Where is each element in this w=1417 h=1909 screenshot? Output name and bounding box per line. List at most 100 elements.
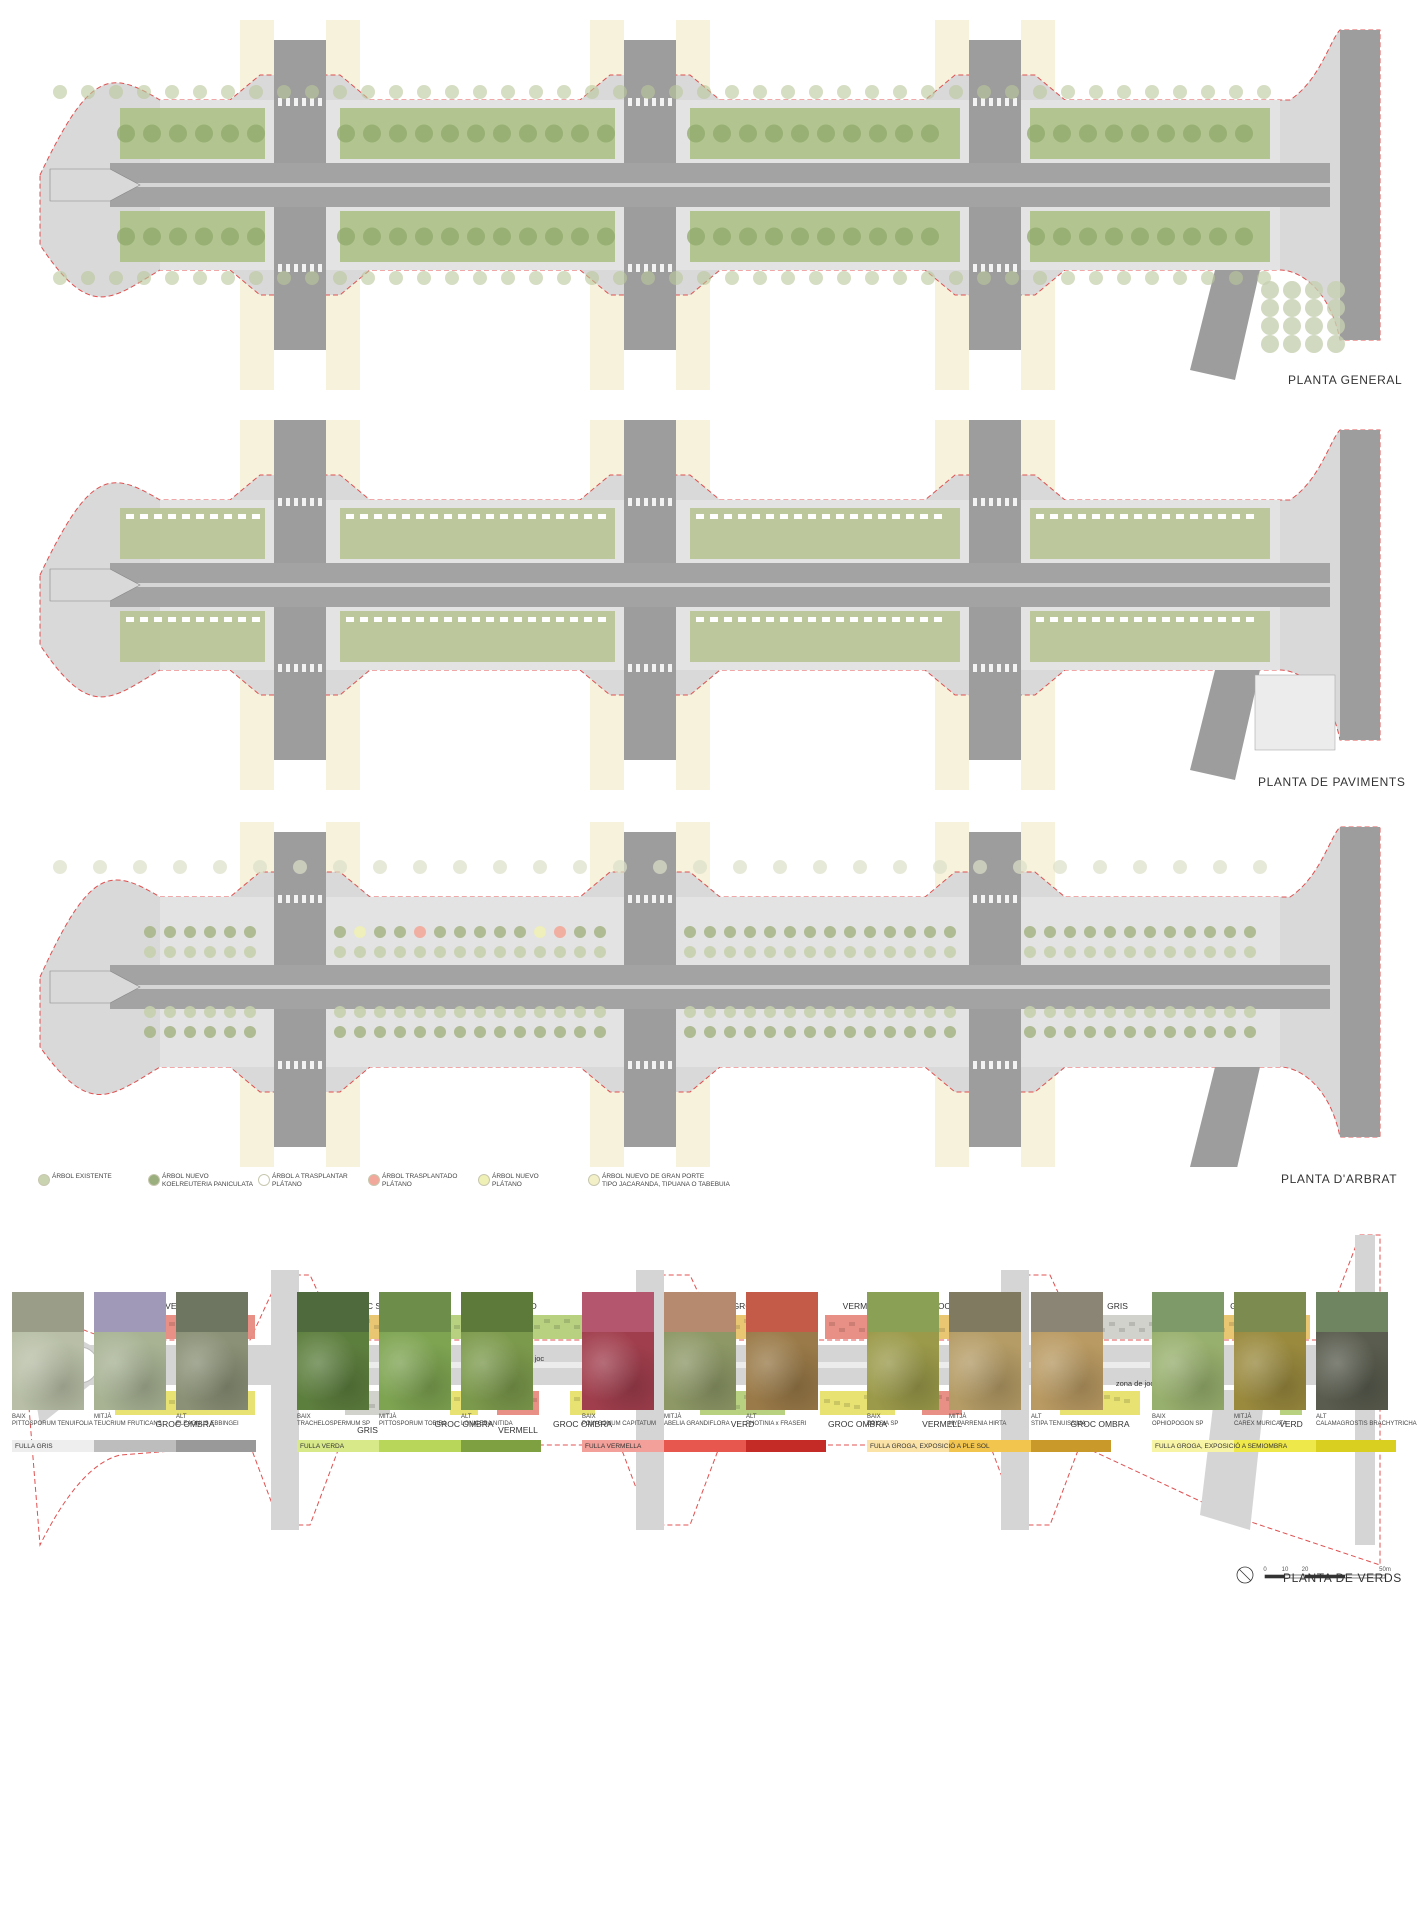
tree-marker <box>1184 926 1196 938</box>
park-tree <box>1283 299 1301 317</box>
street-tree <box>81 271 95 285</box>
street-tree <box>669 85 683 99</box>
zone-texture <box>464 1399 470 1403</box>
tree-marker <box>354 1006 366 1018</box>
zone-texture <box>119 1328 125 1332</box>
paving-tile <box>1134 617 1142 622</box>
tree-marker <box>724 946 736 958</box>
tree-marker <box>744 1006 756 1018</box>
diagonal-road <box>1190 270 1260 380</box>
paving-tile <box>346 514 354 519</box>
crosswalk-stripe <box>644 895 648 903</box>
tree-marker <box>374 1026 386 1038</box>
existing-tree <box>293 860 307 874</box>
existing-tree <box>213 860 227 874</box>
paving-tile <box>1148 617 1156 622</box>
tree-marker <box>414 1026 426 1038</box>
paving-tile <box>1176 617 1184 622</box>
tree-marker <box>1064 1026 1076 1038</box>
street-tree <box>641 271 655 285</box>
paving-tile <box>472 617 480 622</box>
plan-paviments: PLANTA DE PAVIMENTS <box>0 420 1417 790</box>
tree-marker <box>454 1006 466 1018</box>
street-tree <box>1201 85 1215 99</box>
paving-tile <box>1120 514 1128 519</box>
street-tree <box>669 271 683 285</box>
legend-swatch <box>478 1174 490 1186</box>
tree-canopy <box>739 124 757 143</box>
crosswalk-stripe <box>636 1061 640 1069</box>
tree-marker <box>744 926 756 938</box>
tree-canopy <box>687 124 705 143</box>
zone-texture <box>139 1328 145 1332</box>
tree-marker <box>354 926 366 938</box>
zone-texture <box>754 1325 760 1329</box>
crosswalk-stripe <box>644 664 648 672</box>
zone-texture <box>784 1319 790 1323</box>
tree-marker <box>594 1006 606 1018</box>
paving-tile <box>140 514 148 519</box>
paving-tile <box>724 514 732 519</box>
tree-marker <box>554 946 566 958</box>
crosswalk-stripe <box>652 498 656 506</box>
zone-texture <box>189 1322 195 1326</box>
tree-marker <box>784 1026 796 1038</box>
paving-tile <box>486 514 494 519</box>
tree-marker <box>1124 1026 1136 1038</box>
crosswalk-stripe <box>652 664 656 672</box>
crosswalk-stripe <box>310 1061 314 1069</box>
zone-texture <box>349 1400 355 1404</box>
tree-marker <box>394 1026 406 1038</box>
park-tree <box>1327 299 1345 317</box>
existing-tree <box>573 860 587 874</box>
street-tree <box>781 271 795 285</box>
zone-texture <box>564 1319 570 1323</box>
crosswalk-stripe <box>668 498 672 506</box>
zone-texture <box>484 1319 490 1323</box>
paving-tile <box>1064 617 1072 622</box>
paving-tile <box>850 514 858 519</box>
tree-marker <box>1244 946 1256 958</box>
crosswalk-stripe <box>981 98 985 106</box>
existing-tree <box>373 860 387 874</box>
park-tree <box>1327 335 1345 353</box>
zone-label-top: GROC SOL <box>925 1301 970 1311</box>
tree-marker <box>824 1006 836 1018</box>
paving-tile <box>126 514 134 519</box>
crosswalk-stripe <box>668 664 672 672</box>
tree-marker <box>534 946 546 958</box>
zone-texture <box>1109 1322 1115 1326</box>
existing-tree <box>413 860 427 874</box>
crosswalk-stripe <box>1005 264 1009 272</box>
tree-canopy <box>869 227 887 246</box>
zone-texture <box>884 1399 890 1403</box>
legend-label-sub: PLÁTANO <box>382 1180 412 1188</box>
planting-bed <box>120 211 265 262</box>
paving-tile <box>486 617 494 622</box>
tree-marker <box>1124 946 1136 958</box>
tree-marker <box>184 926 196 938</box>
street-tree <box>697 85 711 99</box>
scale-bar-segment <box>1305 1575 1345 1578</box>
street-tree <box>249 271 263 285</box>
zone-block-top <box>340 1315 400 1339</box>
paving-tile <box>892 514 900 519</box>
zone-texture <box>531 1398 537 1402</box>
paving-tile <box>1106 617 1114 622</box>
street-tree <box>1201 271 1215 285</box>
crosswalk-stripe <box>668 895 672 903</box>
tree-marker <box>924 1026 936 1038</box>
verds-right-road <box>1355 1235 1375 1545</box>
planting-bed <box>120 108 265 159</box>
paving-tile <box>864 617 872 622</box>
tree-canopy <box>843 124 861 143</box>
diagonal-road <box>1190 1067 1260 1167</box>
paving-tile <box>1246 617 1254 622</box>
zone-texture <box>1084 1403 1090 1407</box>
tree-marker <box>224 926 236 938</box>
paving-tile <box>1064 514 1072 519</box>
tree-marker <box>1044 1026 1056 1038</box>
tree-marker <box>374 1006 386 1018</box>
